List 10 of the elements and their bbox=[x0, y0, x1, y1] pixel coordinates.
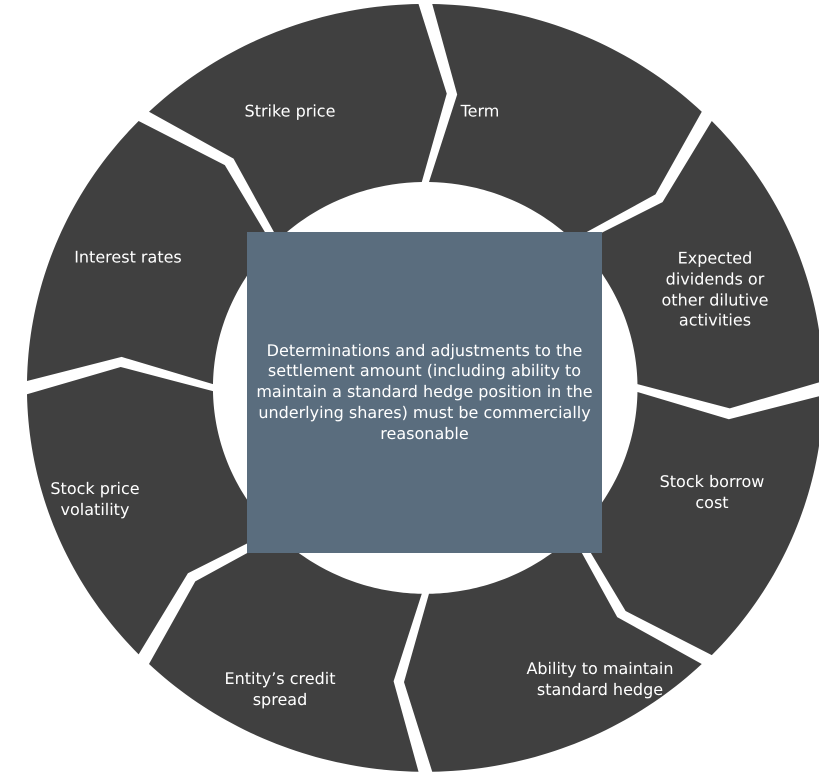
segment-label: Ability to maintain standard hedge bbox=[525, 659, 675, 701]
segment-label: Stock price volatility bbox=[49, 479, 141, 521]
center-box bbox=[247, 232, 602, 553]
segment-label: Stock borrow cost bbox=[658, 472, 766, 514]
segment-label: Expected dividends or other dilutive activities bbox=[660, 248, 770, 332]
segment-label: Strike price bbox=[244, 102, 336, 122]
segment-label: Interest rates bbox=[73, 248, 183, 268]
center-text: Determinations and adjustments to the settlement amount (including ability to maintain a standard hedge position in the underlying shares) must be commercially reasonable bbox=[255, 340, 594, 444]
segment-label: Entity’s credit spread bbox=[224, 669, 336, 711]
segment-label: Term bbox=[460, 102, 500, 122]
